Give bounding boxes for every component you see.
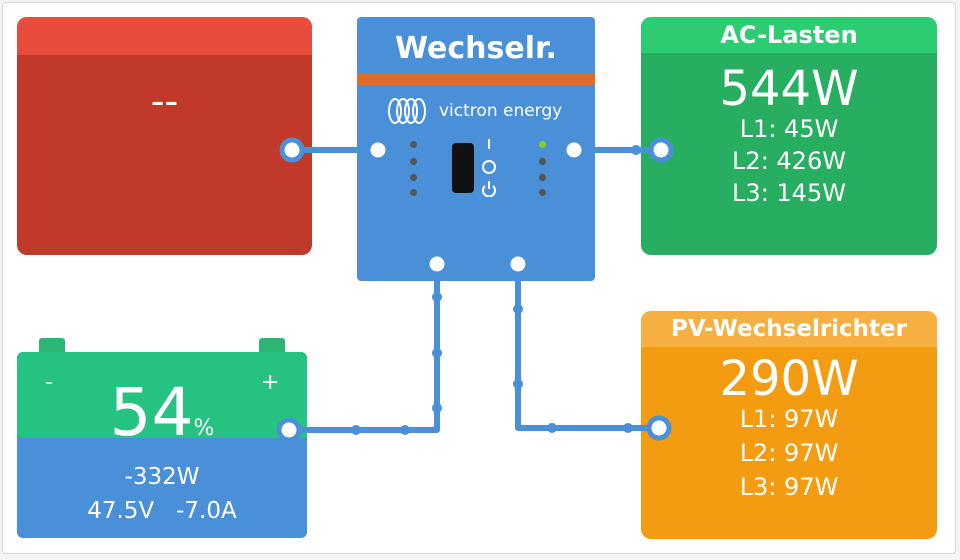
status-led xyxy=(539,189,546,196)
flow-dot xyxy=(513,379,523,389)
ac-loads-total: 544W xyxy=(719,61,859,117)
status-led xyxy=(410,174,417,181)
ac-loads-l2: L2: 426W xyxy=(732,147,846,175)
battery-voltage: 47.5V xyxy=(87,498,155,524)
ac-loads-l3: L3: 145W xyxy=(732,179,846,207)
battery-soc-unit: % xyxy=(193,416,215,441)
battery-minus-label: - xyxy=(45,370,53,395)
flow-dot xyxy=(351,425,361,435)
connector-ac xyxy=(648,137,674,163)
pv-inverter-l3: L3: 97W xyxy=(739,473,839,501)
inverter-stripe xyxy=(357,73,595,85)
flow-dot xyxy=(547,423,557,433)
battery-body: - + 54% -332W 47.5V -7.0A xyxy=(17,352,307,538)
ac-loads-title: AC-Lasten xyxy=(641,17,937,53)
flow-dot xyxy=(432,403,442,413)
battery-power: -332W xyxy=(124,464,200,490)
battery-terminal-negative xyxy=(39,338,65,352)
battery-charge-fill xyxy=(17,352,307,438)
victron-logo-icon xyxy=(388,98,426,124)
mode-switch xyxy=(452,143,474,193)
ac-loads-l1: L1: 45W xyxy=(739,115,839,143)
wire-inverter-battery xyxy=(290,264,440,433)
grid-value: -- xyxy=(150,79,179,123)
pv-inverter-total: 290W xyxy=(719,351,859,407)
battery-voltage-current: 47.5V -7.0A xyxy=(17,498,307,524)
connector-inverter-out xyxy=(561,137,587,163)
inverter-brand: victron energy xyxy=(439,101,563,121)
flow-dot xyxy=(513,304,523,314)
connector-battery xyxy=(276,417,302,443)
flow-dot xyxy=(432,348,442,358)
status-led xyxy=(410,141,417,148)
battery-soc: 54% xyxy=(17,374,307,451)
connector-grid xyxy=(279,137,305,163)
pv-inverter-tile[interactable]: PV-Wechselrichter 290W L1: 97W L2: 97W L… xyxy=(641,311,937,539)
grid-header xyxy=(17,17,312,55)
pv-inverter-l2: L2: 97W xyxy=(739,439,839,467)
status-led xyxy=(539,158,546,165)
battery-tile[interactable]: - + 54% -332W 47.5V -7.0A xyxy=(17,338,307,538)
ac-loads-tile[interactable]: AC-Lasten 544W L1: 45W L2: 426W L3: 145W xyxy=(641,17,937,255)
flow-dot xyxy=(623,423,633,433)
connector-inverter-in xyxy=(365,137,391,163)
pv-inverter-l1: L1: 97W xyxy=(739,405,839,433)
connector-pv xyxy=(646,415,672,441)
flow-dot xyxy=(400,425,410,435)
status-led xyxy=(410,158,417,165)
connector-inverter-pv xyxy=(505,251,531,277)
battery-terminal-positive xyxy=(259,338,285,352)
inverter-title: Wechselr. xyxy=(395,31,557,66)
flow-dot xyxy=(631,145,641,155)
battery-plus-label: + xyxy=(261,370,280,395)
grid-tile[interactable]: -- xyxy=(17,17,312,255)
pv-inverter-title: PV-Wechselrichter xyxy=(641,311,937,347)
inverter-tile[interactable]: Wechselr. victron energy xyxy=(357,17,595,281)
power-switch-icon xyxy=(482,139,496,197)
battery-soc-value: 54 xyxy=(109,374,194,451)
status-led xyxy=(410,189,417,196)
wire-inverter-pv xyxy=(515,264,659,431)
battery-current: -7.0A xyxy=(176,498,237,524)
status-led-active xyxy=(539,141,546,148)
flow-dot xyxy=(432,292,442,302)
status-led xyxy=(539,174,546,181)
connector-inverter-dc xyxy=(424,251,450,277)
